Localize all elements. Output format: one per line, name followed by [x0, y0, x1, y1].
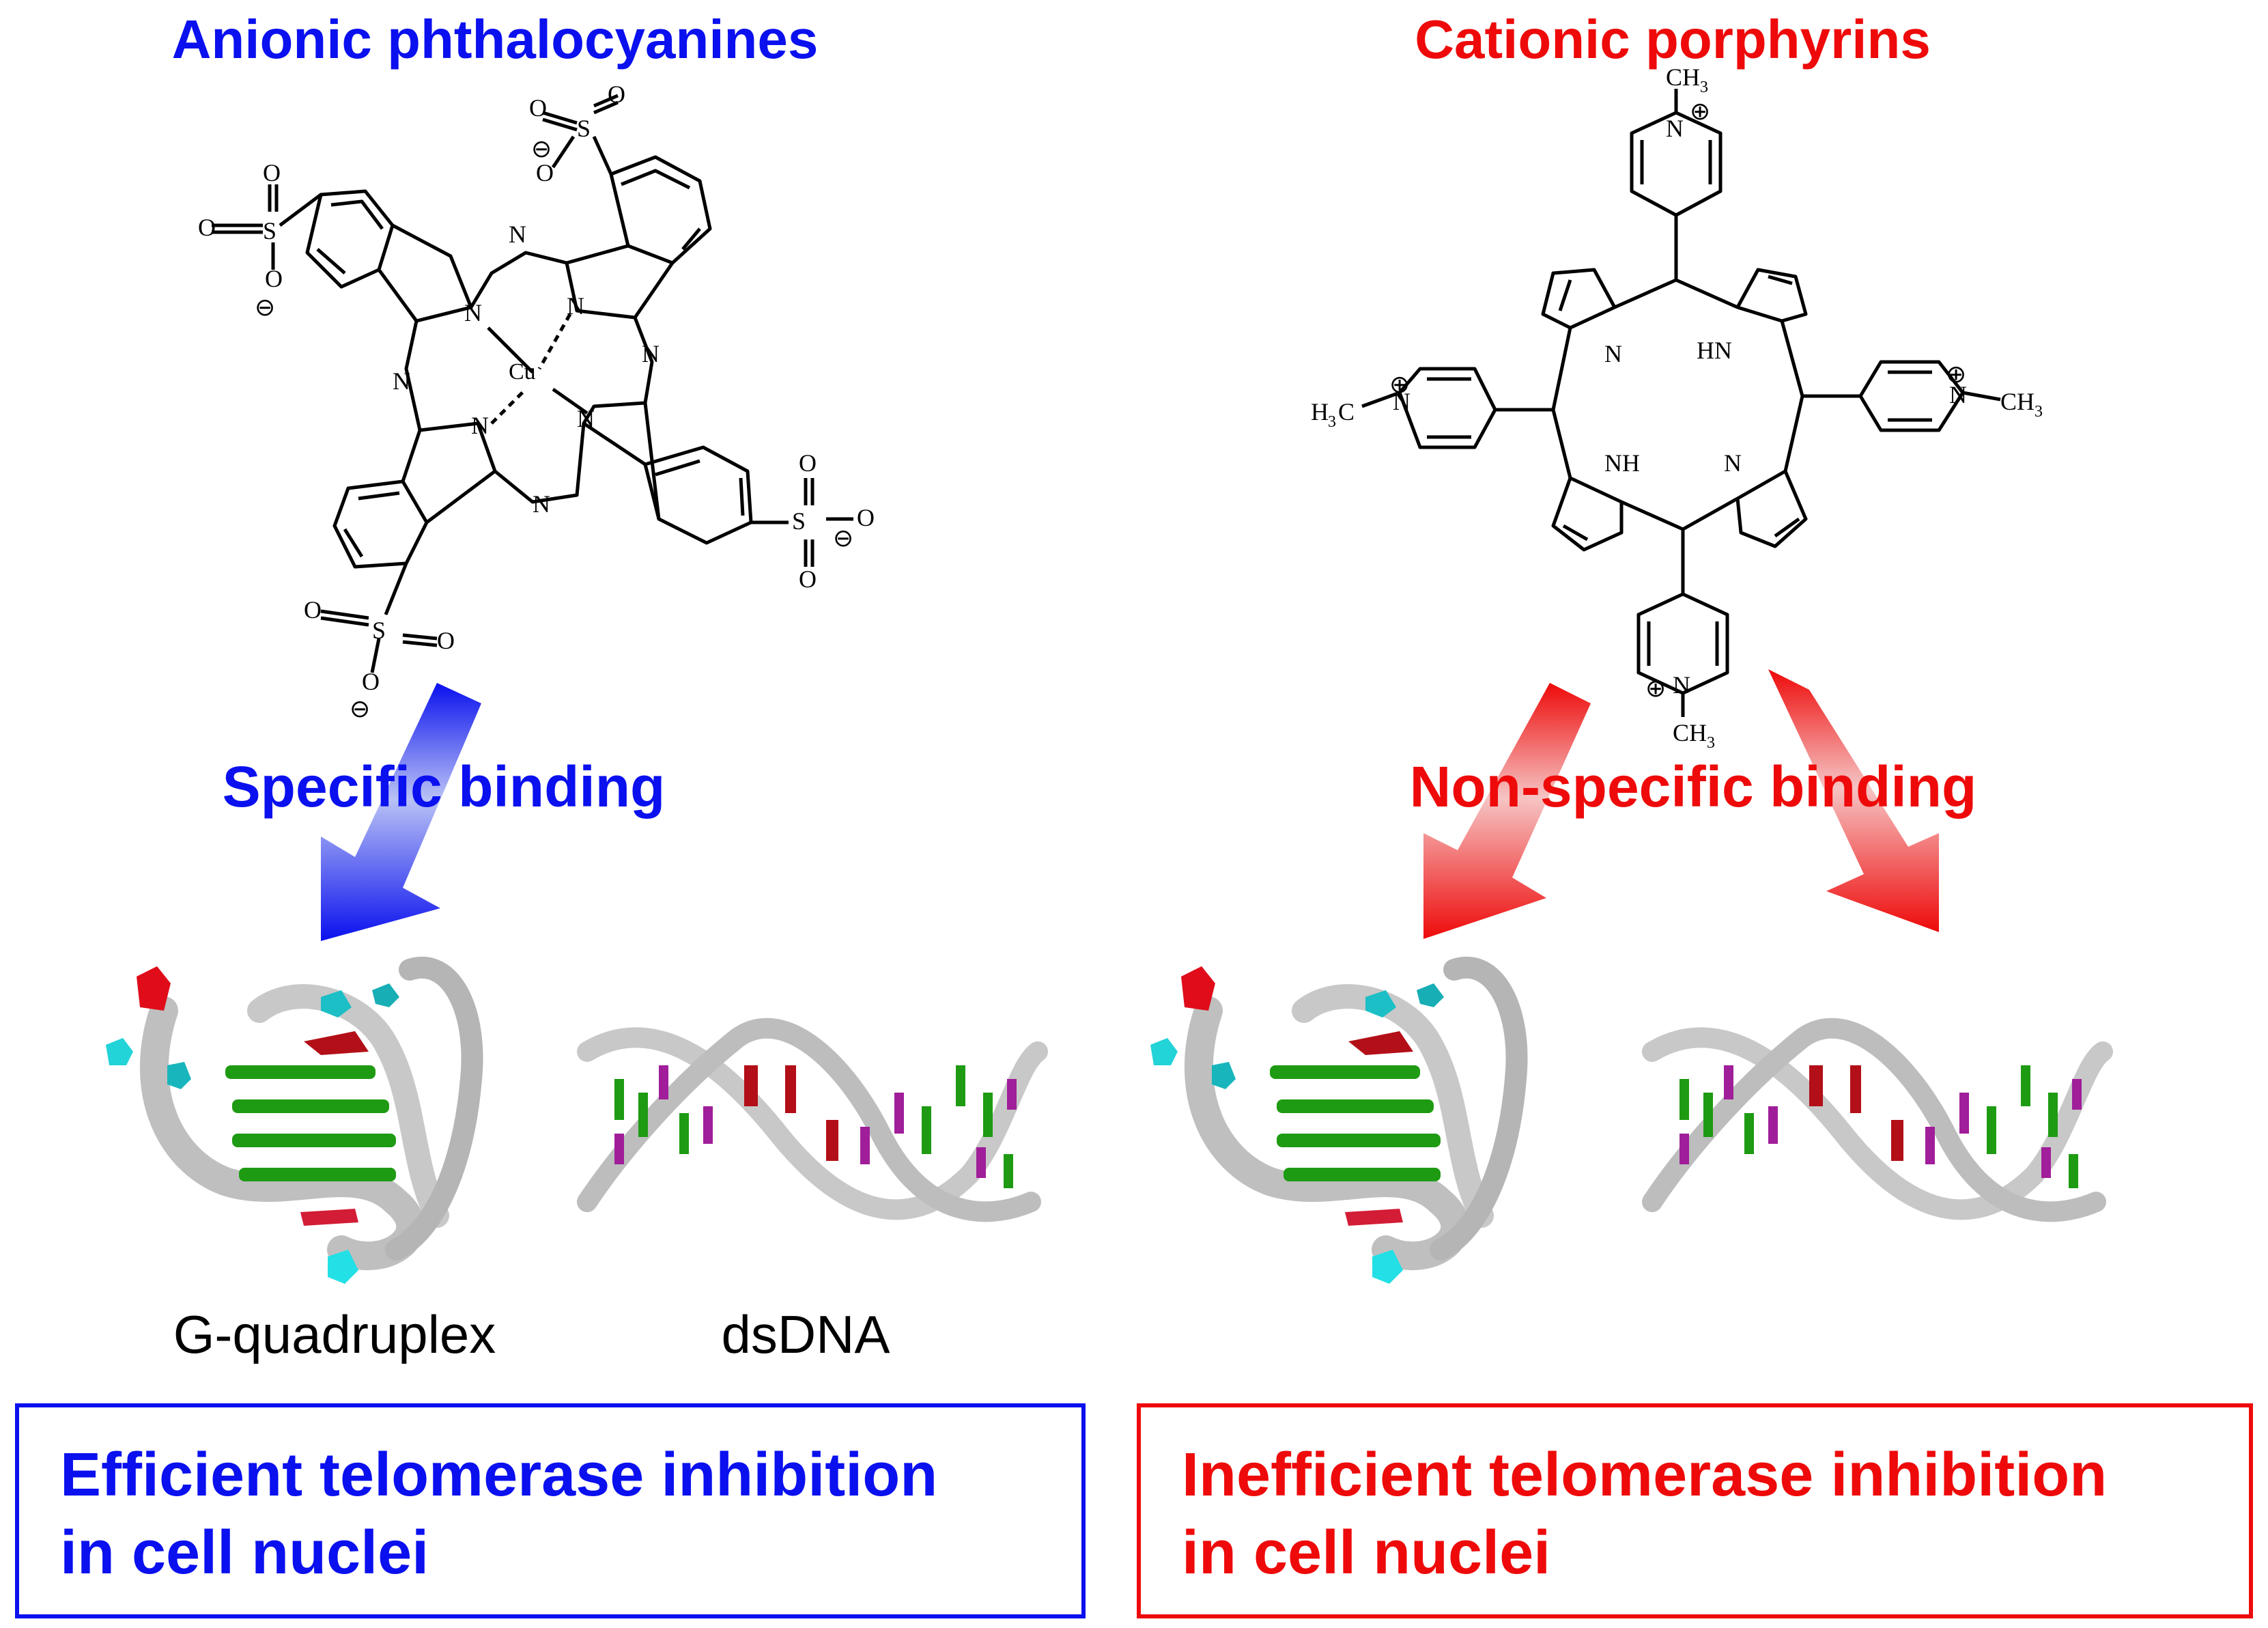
svg-text:⊖: ⊖: [350, 695, 370, 722]
right-result-box: Inefficient telomerase inhibition in cel…: [1137, 1403, 2253, 1618]
dsdna-right-illustration: [1642, 1018, 2113, 1222]
svg-text:O: O: [437, 627, 455, 654]
svg-text:S: S: [263, 217, 277, 244]
nonspecific-arrow-right: [1768, 669, 1939, 932]
dsdna-label: dsDNA: [721, 1304, 890, 1364]
svg-text:HN: HN: [1697, 337, 1732, 364]
dsdna-left-illustration: [577, 1018, 1048, 1222]
svg-text:S: S: [792, 507, 806, 535]
svg-text:N: N: [577, 405, 595, 432]
svg-text:N: N: [1673, 671, 1690, 699]
svg-text:O: O: [799, 449, 817, 477]
svg-text:O: O: [304, 596, 322, 623]
svg-text:N: N: [642, 340, 660, 367]
svg-text:N: N: [393, 367, 410, 395]
svg-text:3: 3: [1700, 79, 1708, 96]
svg-text:⊕: ⊕: [1389, 371, 1410, 398]
svg-text:⊖: ⊖: [531, 135, 552, 163]
right-title: Cationic porphyrins: [1415, 9, 1931, 70]
nonspecific-binding-label: Non-specific binding: [1409, 755, 1977, 819]
svg-text:O: O: [198, 214, 216, 241]
svg-text:⊖: ⊖: [255, 294, 275, 321]
svg-text:N: N: [533, 490, 550, 518]
specific-binding-label: Specific binding: [222, 755, 666, 819]
left-result-line2: in cell nuclei: [60, 1519, 429, 1587]
svg-text:H: H: [1311, 398, 1329, 425]
svg-text:3: 3: [2035, 403, 2043, 421]
g-quadruplex-label: G-quadruplex: [173, 1304, 496, 1364]
svg-text:O: O: [265, 265, 283, 292]
svg-text:⊕: ⊕: [1645, 675, 1666, 702]
porphyrin-structure: N ⊕ CH 3 N ⊕ CH 3 N ⊕ H 3 C N ⊕ CH 3 N H…: [1311, 64, 2043, 752]
svg-text:CH: CH: [1666, 64, 1700, 91]
svg-text:CH: CH: [1673, 719, 1707, 746]
svg-text:N: N: [1724, 449, 1742, 477]
svg-text:⊕: ⊕: [1690, 98, 1710, 125]
svg-text:N: N: [1949, 381, 1967, 408]
svg-text:NH: NH: [1604, 449, 1640, 477]
svg-text:O: O: [608, 81, 625, 108]
left-result-box: Efficient telomerase inhibition in cell …: [15, 1403, 1086, 1618]
nonspecific-arrow-left: [1423, 683, 1591, 939]
svg-text:N: N: [1666, 115, 1684, 142]
svg-text:CH: CH: [2000, 388, 2035, 415]
svg-text:Cu: Cu: [509, 359, 536, 384]
right-result-line1: Inefficient telomerase inhibition: [1182, 1441, 2108, 1509]
g-quadruplex-right-illustration: [1150, 957, 1528, 1284]
g-quadruplex-left-illustration: [106, 957, 483, 1284]
left-result-line1: Efficient telomerase inhibition: [60, 1441, 938, 1509]
svg-text:N: N: [464, 299, 482, 326]
phthalocyanine-structure: N N N N N Cu N N N S O O O ⊖ S O O O ⊖ S…: [198, 81, 875, 722]
svg-text:C: C: [1338, 398, 1355, 425]
svg-text:3: 3: [1707, 734, 1715, 752]
left-title: Anionic phthalocyanines: [171, 9, 819, 70]
svg-text:O: O: [536, 159, 554, 186]
svg-text:N: N: [567, 292, 584, 320]
specific-binding-arrow: [321, 683, 481, 941]
svg-text:O: O: [263, 159, 281, 186]
svg-text:N: N: [1393, 388, 1411, 415]
svg-text:O: O: [799, 565, 817, 593]
svg-text:N: N: [471, 412, 489, 439]
svg-text:O: O: [857, 504, 875, 531]
svg-text:S: S: [577, 115, 591, 142]
right-result-line2: in cell nuclei: [1182, 1519, 1551, 1587]
svg-text:3: 3: [1328, 413, 1336, 431]
svg-text:⊖: ⊖: [833, 524, 853, 552]
svg-text:N: N: [1604, 340, 1622, 367]
svg-text:⊕: ⊕: [1946, 361, 1966, 388]
svg-text:O: O: [529, 94, 547, 122]
svg-text:S: S: [372, 617, 386, 644]
svg-text:O: O: [362, 668, 380, 695]
svg-text:N: N: [509, 221, 526, 248]
